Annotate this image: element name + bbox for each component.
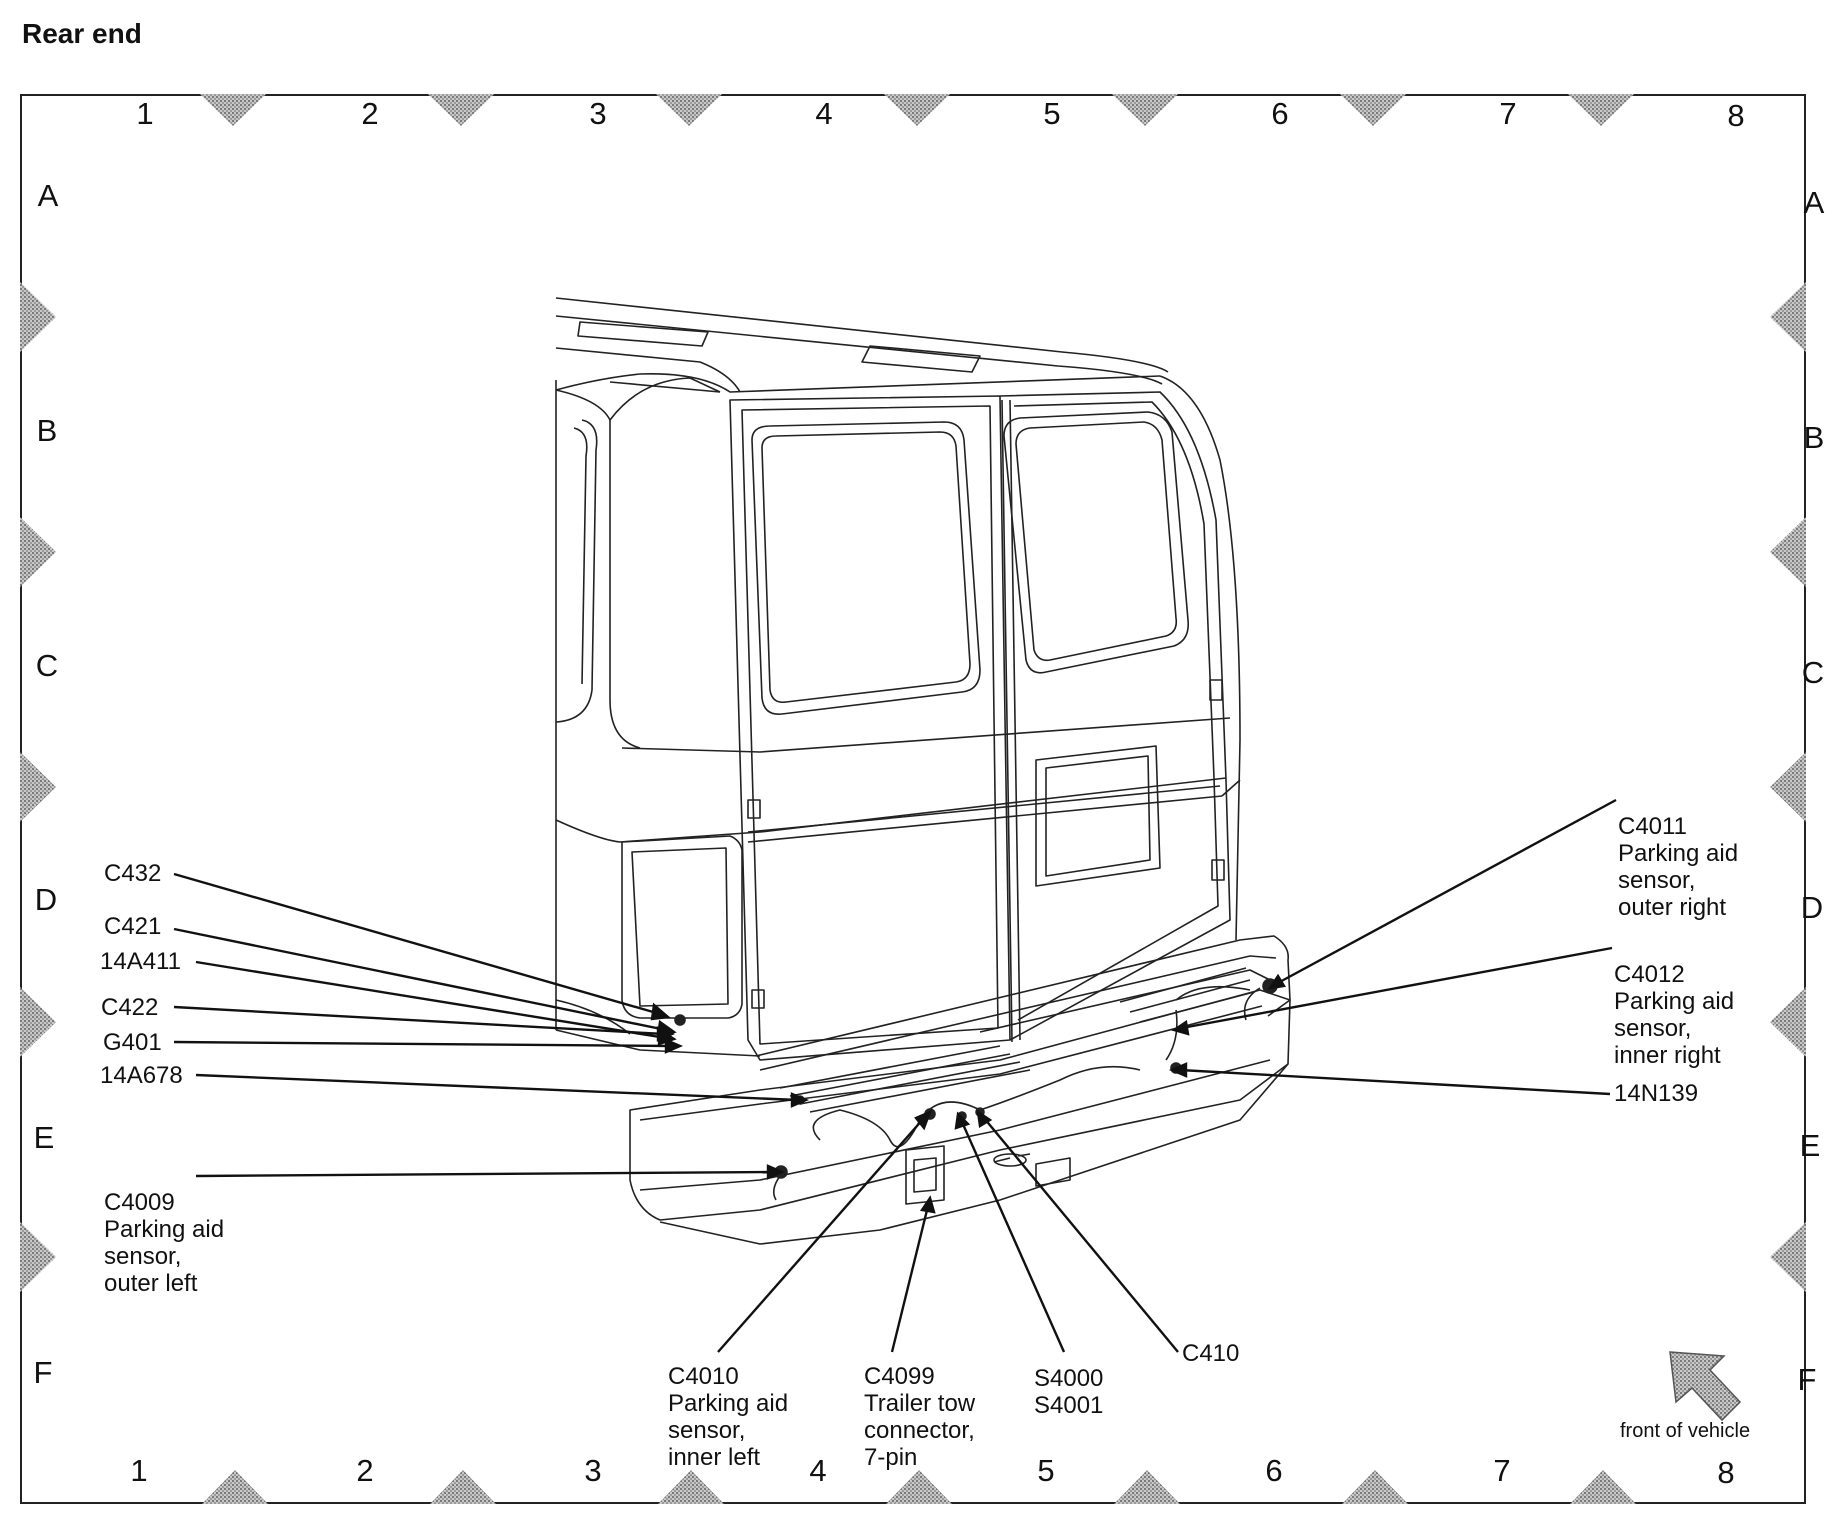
grid-col-bottom-1: 1: [130, 1453, 148, 1488]
grid-col-top-7: 7: [1499, 96, 1517, 131]
grid-row-right-b: B: [1803, 420, 1825, 455]
front-arrow-icon: [1669, 1351, 1742, 1422]
callout-s4000: S4000 S4001: [1034, 1338, 1103, 1446]
grid-row-left-a: A: [37, 178, 59, 213]
callout-c4011-desc: Parking aid sensor, outer right: [1618, 840, 1739, 921]
grid-markers: [20, 94, 1806, 1504]
grid-col-bottom-5: 5: [1037, 1453, 1055, 1488]
callout-c4012: C4012 Parking aid sensor, inner right: [1614, 934, 1734, 1096]
grid-row-left-f: F: [33, 1355, 53, 1390]
callout-c4009-code: C4009: [104, 1189, 175, 1216]
callout-c4099-code: C4099: [864, 1363, 935, 1390]
grid-col-bottom-4: 4: [809, 1453, 827, 1488]
callout-c4012-desc: Parking aid sensor, inner right: [1614, 988, 1735, 1069]
grid-col-top-5: 5: [1043, 96, 1061, 131]
callout-c432: C432: [104, 860, 162, 887]
grid-col-top-4: 4: [815, 96, 833, 131]
grid-row-left-b: B: [36, 413, 58, 448]
grid-row-right-d: D: [1800, 890, 1824, 925]
callout-c4011: C4011 Parking aid sensor, outer right: [1618, 786, 1738, 948]
callout-c4011-code: C4011: [1618, 813, 1687, 840]
grid-col-bottom-3: 3: [584, 1453, 602, 1488]
grid-col-bottom-7: 7: [1493, 1453, 1511, 1488]
callout-c410: C410: [1182, 1340, 1240, 1367]
callout-c4010-desc: Parking aid sensor, inner left: [668, 1390, 789, 1471]
grid-row-left-c: C: [35, 648, 59, 683]
callout-14a678: 14A678: [100, 1062, 183, 1089]
leader-lines: [173, 798, 1617, 1353]
grid-row-right-a: A: [1803, 185, 1825, 220]
grid-col-top-8: 8: [1727, 98, 1745, 133]
callout-s4001-code: S4001: [1034, 1392, 1104, 1419]
callout-g401: G401: [103, 1029, 162, 1056]
grid-row-left-d: D: [34, 882, 58, 917]
callout-c421: C421: [104, 913, 162, 940]
van-illustration: [555, 297, 1291, 1245]
callout-c422: C422: [101, 994, 159, 1021]
callout-c4010-code: C4010: [668, 1363, 739, 1390]
grid-col-top-6: 6: [1271, 96, 1289, 131]
callout-c4009-desc: Parking aid sensor, outer left: [104, 1216, 225, 1297]
callout-14a411: 14A411: [100, 948, 181, 975]
grid-col-bottom-8: 8: [1717, 1455, 1735, 1490]
page-title: Rear end: [22, 18, 142, 49]
callout-c4009: C4009 Parking aid sensor, outer left: [104, 1162, 224, 1324]
grid-row-right-c: C: [1801, 655, 1825, 690]
callout-s4000-code: S4000: [1034, 1365, 1104, 1392]
callout-c4010: C4010 Parking aid sensor, inner left: [668, 1336, 788, 1498]
grid-col-top-1: 1: [136, 96, 154, 131]
grid-col-top-2: 2: [361, 96, 379, 131]
callout-c4099-desc: Trailer tow connector, 7-pin: [864, 1390, 976, 1471]
callout-c4099: C4099 Trailer tow connector, 7-pin: [864, 1336, 975, 1498]
grid-row-right-f: F: [1797, 1362, 1817, 1397]
grid-row-left-e: E: [33, 1120, 55, 1155]
callout-c4012-code: C4012: [1614, 961, 1685, 988]
grid-col-bottom-2: 2: [356, 1453, 374, 1488]
grid-col-top-3: 3: [589, 96, 607, 131]
callout-14n139: 14N139: [1614, 1080, 1699, 1107]
front-of-vehicle-label: front of vehicle: [1620, 1420, 1751, 1442]
grid-col-bottom-6: 6: [1265, 1453, 1283, 1488]
grid-row-right-e: E: [1799, 1128, 1821, 1163]
